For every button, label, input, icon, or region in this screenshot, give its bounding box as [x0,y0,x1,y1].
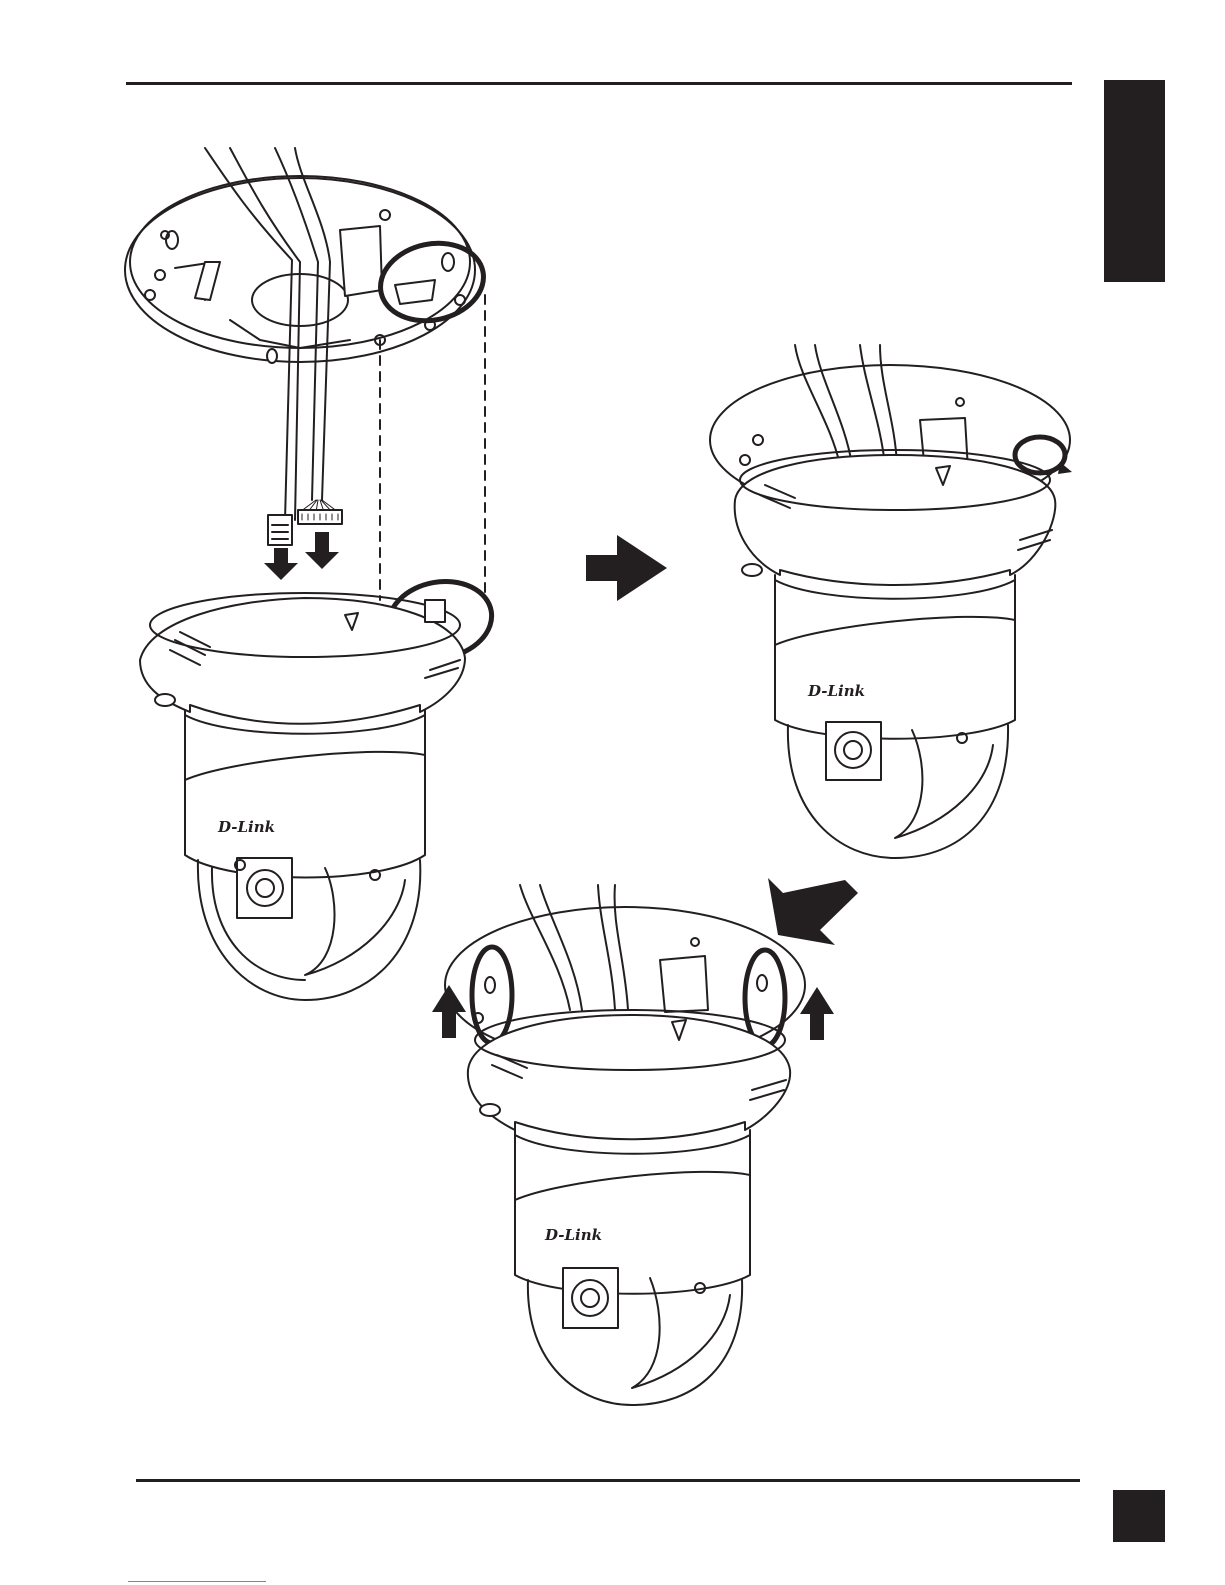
step1-camera: D-Link [140,593,465,1000]
footer-link-underline[interactable] [128,1581,266,1582]
step3-assembly: D-Link [432,885,834,1405]
footer-rule [136,1479,1080,1482]
step2-assembly: D-Link [710,345,1072,858]
step1-logo: D-Link [217,818,275,836]
step3-logo: D-Link [544,1226,602,1244]
step2-logo: D-Link [807,682,865,700]
right-arrow [586,535,667,601]
page-number-box [1113,1490,1165,1542]
diagonal-arrow [768,878,858,945]
